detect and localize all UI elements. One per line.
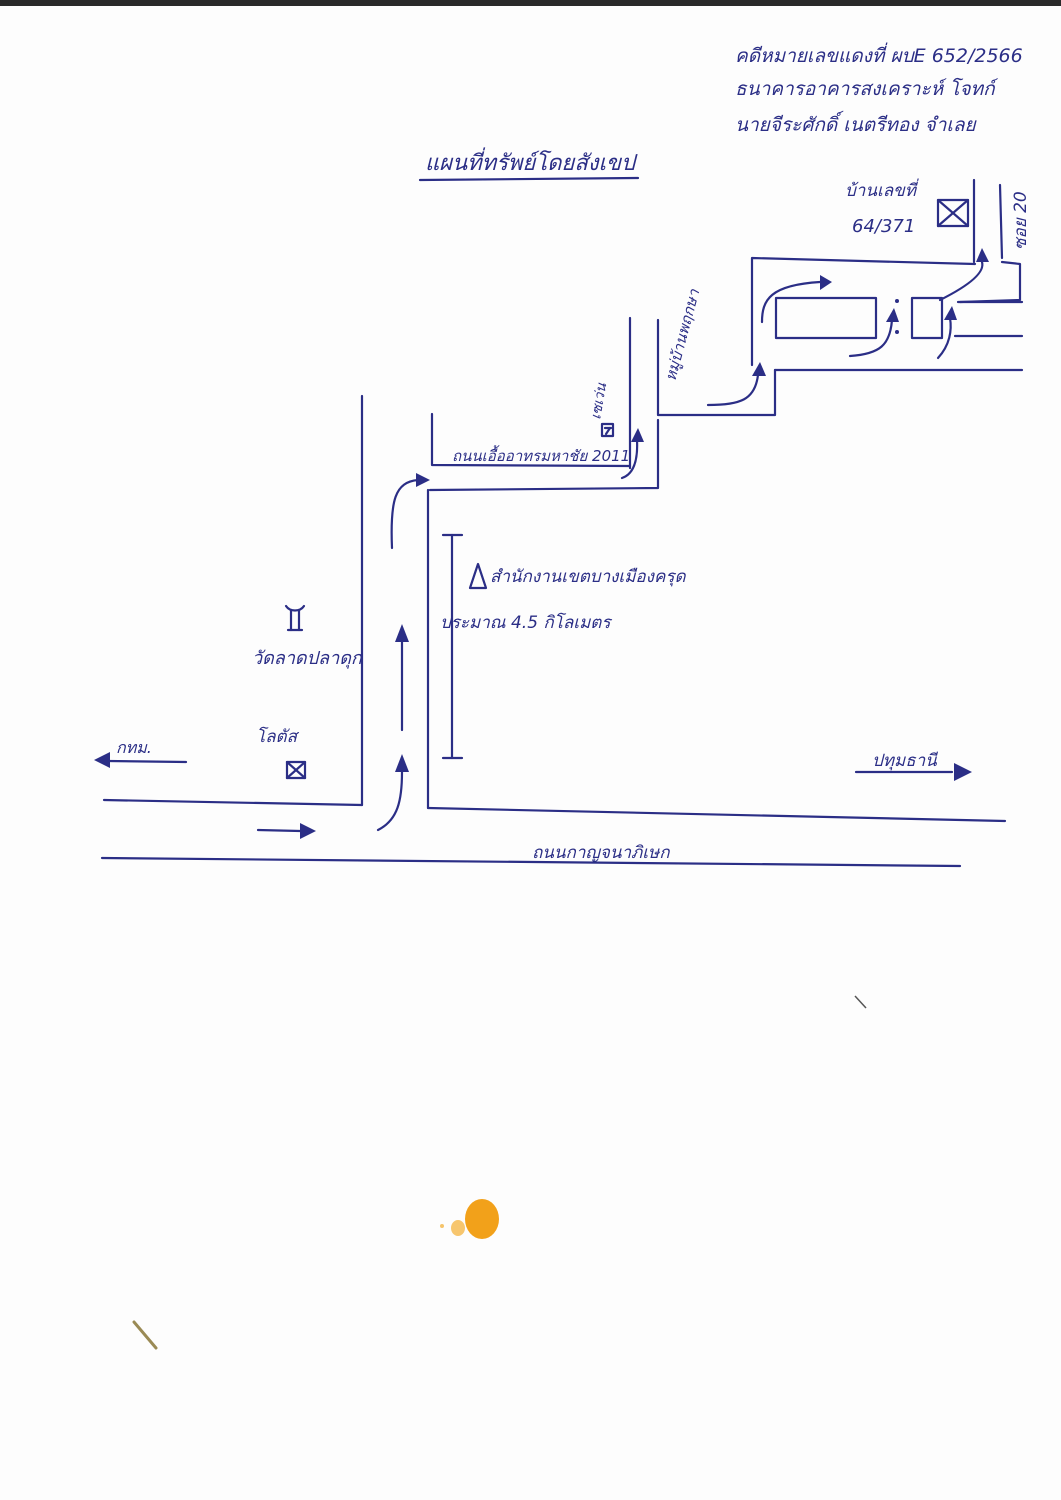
route-arrow-block-left [848,318,894,358]
arrowhead-4 [944,306,957,320]
arrowhead-1 [820,275,832,290]
route-arrow-turn [390,478,420,550]
lotus-icon [285,760,307,780]
upper-road-label: ถนนเอื้ออาทรมหาชัย 2011 [452,445,630,465]
main-road-upper-right [426,806,1007,823]
arrowhead-pathum [954,763,972,781]
route-arrow-block-right [936,316,952,360]
title-underline [418,176,640,182]
district-office-label: สำนักงานเขตบางเมืองครุด [490,567,686,587]
route-arrow-seven-eleven [620,438,639,480]
defendant-text: นายจีระศักดิ์ เนตรีทอง จำเลย [735,110,977,136]
upper-road-bottom [428,418,660,492]
dot-marker-2 [895,330,899,334]
house-icon [936,198,970,228]
village-label: หมู่บ้านพฤกษา [661,287,703,383]
scan-edge [0,0,1061,6]
to-bangkok-line [106,759,188,764]
main-road-lower [100,856,962,868]
temple-icon [284,604,306,632]
scratch-mark [854,995,867,1009]
to-pathum-label: ปทุมธานี [872,751,939,771]
to-bangkok-label: กทม. [116,738,152,757]
arrowhead-bangkok [94,752,110,768]
upper-road-top [430,412,632,468]
house-label-line2: 64/371 [852,216,915,237]
arrowhead-5 [752,362,766,376]
route-arrow-right [256,828,302,833]
upper-street-outer [750,256,977,367]
house-label-line1: บ้านเลขที่ [845,178,919,201]
lotus-label: โลตัส [256,726,300,747]
orange-stain [440,1199,499,1239]
store-icon [600,422,615,438]
block-right [910,296,944,340]
arrowhead-7 [416,473,430,487]
village-road-inner [656,318,777,417]
route-arrow-lower-up [376,770,404,832]
arrowhead-10 [300,823,316,839]
distance-label: ประมาณ 4.5 กิโลเมตร [440,612,612,633]
block-left [774,296,878,340]
seven-eleven-label: เซเว่น [588,382,610,421]
temple-label: วัดลาดปลาดุก [252,648,363,669]
main-road-label: ถนนกาญจนาภิเษก [532,843,670,863]
case-number-text: คดีหมายเลขแดงที่ ผบE 652/2566 [735,42,1023,67]
soi-line-right [998,183,1004,260]
plaintiff-text: ธนาคารอาคารสงเคราะห์ โจทก์ [735,77,999,100]
route-arrow-village-top [760,280,822,324]
arrowhead-2 [976,248,989,262]
dot-marker-1 [895,299,899,303]
smudge-mark [132,1320,158,1350]
main-road-upper-left [102,798,364,807]
arrowhead-9 [395,754,409,772]
arrowhead-6 [631,428,644,442]
route-arrow-to-house [938,260,984,302]
soi-label: ซอย 20 [1011,191,1031,250]
arrowhead-3 [886,308,899,322]
arrowhead-8 [395,624,409,642]
route-arrow-village [706,373,760,407]
office-icon [468,562,488,590]
map-title: แผนที่ทรัพย์โดยสังเขป [425,147,638,176]
